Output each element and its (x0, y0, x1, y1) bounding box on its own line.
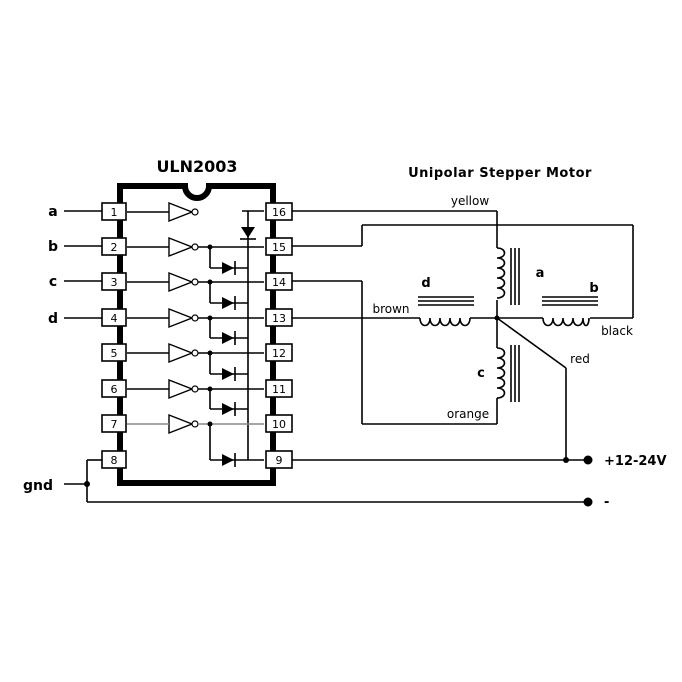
gnd-label: gnd (23, 478, 53, 494)
common-diode (240, 227, 256, 240)
wire-brown-label: brown (372, 302, 409, 316)
driver-stage-1 (127, 201, 199, 223)
coil-b-label: b (589, 281, 598, 296)
pin-12: 12 (272, 347, 286, 360)
coil-c-label: c (477, 366, 485, 381)
supply-terminals (583, 455, 593, 507)
coil-b (542, 296, 598, 327)
input-b-label: b (48, 239, 58, 255)
supply-negative-label: - (604, 495, 609, 510)
driver-stage-4 (127, 307, 264, 345)
coil-d (418, 296, 474, 327)
wire-black-label: black (601, 324, 633, 338)
wire-red-label: red (570, 352, 590, 366)
driver-stage-2 (127, 236, 264, 275)
pins-right: 16 15 14 13 12 11 10 9 (265, 202, 293, 469)
pin-3: 3 (111, 276, 118, 289)
pin-15: 15 (272, 241, 286, 254)
pin-9: 9 (276, 454, 283, 467)
pin-14: 14 (272, 276, 286, 289)
coil-a-label: a (536, 266, 545, 281)
pin-6: 6 (111, 383, 118, 396)
pin-4: 4 (111, 312, 118, 325)
driver-stage-5 (127, 342, 264, 381)
pin-2: 2 (111, 241, 118, 254)
pin-5: 5 (111, 347, 118, 360)
pins-left: 1 2 3 4 5 6 7 8 (101, 202, 127, 469)
coil-c (496, 345, 520, 402)
pin-16: 16 (272, 206, 286, 219)
coil-a (496, 247, 520, 305)
pin-11: 11 (272, 383, 286, 396)
pin-10: 10 (272, 418, 286, 431)
coil-d-label: d (421, 276, 430, 291)
wire-yellow-label: yellow (451, 194, 489, 208)
driver-stage-6 (127, 378, 264, 416)
driver-stage-3 (127, 271, 264, 310)
wire-orange-label: orange (447, 407, 489, 421)
pin-7: 7 (111, 418, 118, 431)
pin-1: 1 (111, 206, 118, 219)
motor-title: Unipolar Stepper Motor (408, 166, 592, 181)
input-d-label: d (48, 311, 58, 327)
motor-wiring (292, 210, 634, 463)
input-a-label: a (48, 204, 57, 220)
input-c-label: c (49, 274, 57, 290)
pin-8: 8 (111, 454, 118, 467)
pin-13: 13 (272, 312, 286, 325)
supply-positive-label: +12-24V (604, 454, 667, 469)
input-lines (64, 210, 588, 503)
chip-title: ULN2003 (156, 157, 237, 176)
driver-stage-7 (127, 413, 264, 467)
